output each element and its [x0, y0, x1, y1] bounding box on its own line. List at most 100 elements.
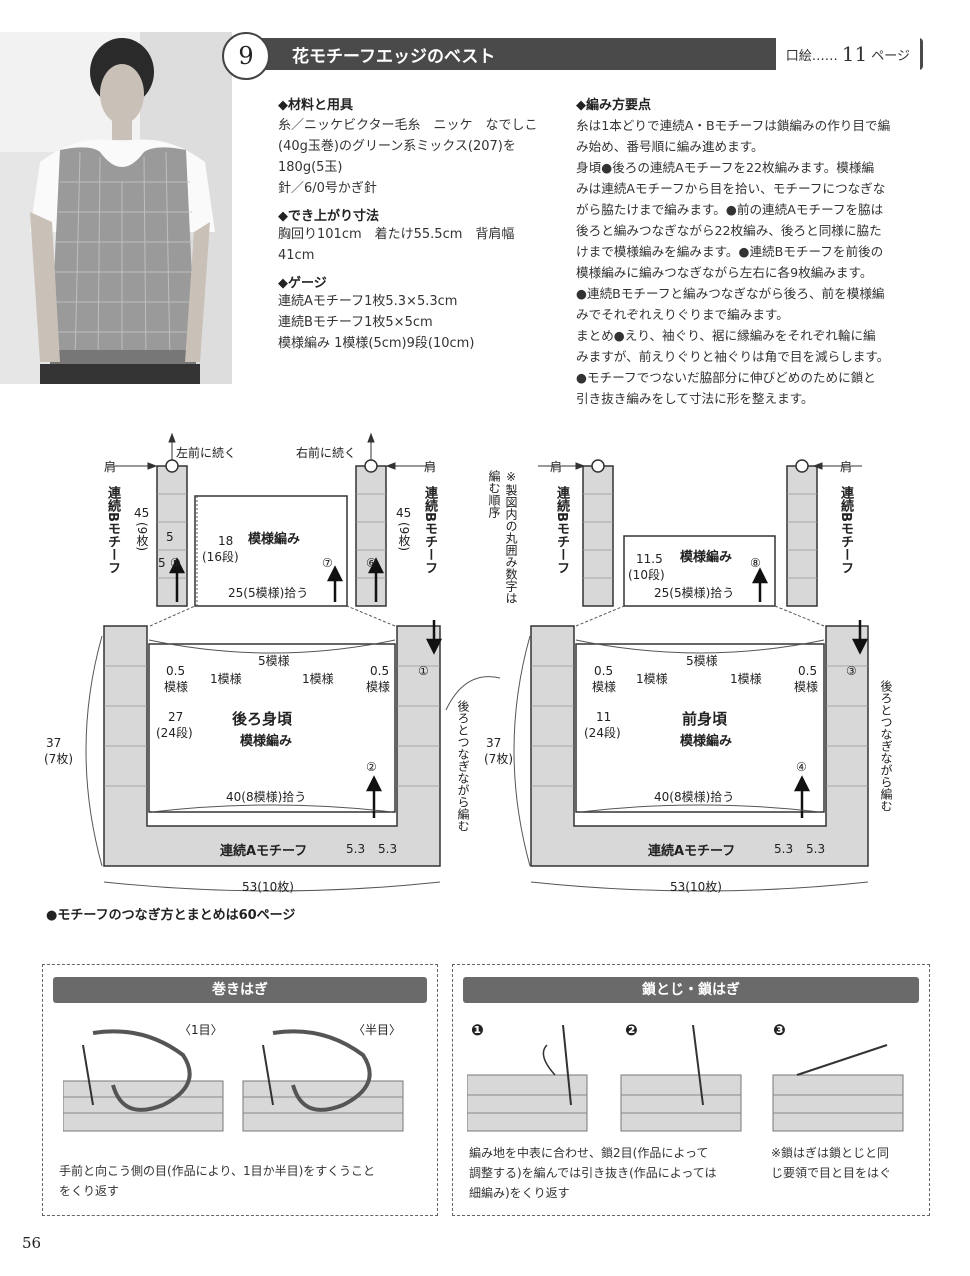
front-dim-53b: 5.3 — [806, 842, 826, 856]
back-pick-25: 25(5模様)拾う — [228, 586, 309, 600]
front-dim-53a: 5.3 — [774, 842, 794, 856]
back-dim-05-left: 0.5 — [166, 664, 186, 678]
back-1moyou-left: 1模様 — [210, 672, 242, 686]
front-step-4: ④ — [796, 760, 807, 774]
size-line: 胸回り101cm 着たけ55.5cm 背肩幅 — [278, 227, 515, 242]
schematic-diagram — [85, 432, 869, 892]
kusari-step-3: ❸ — [773, 1021, 786, 1039]
front-dim-10dan: (10段) — [628, 568, 665, 582]
front-step-3: ③ — [846, 664, 857, 678]
method-line: がら脇たけまで編みます。●前の連続Aモチーフを脇は — [576, 202, 884, 217]
makihagi-desc: 手前と向こう側の目(作品により、1目か半目)をすくうこと をくり返す — [59, 1161, 429, 1201]
kusari-step-2: ❷ — [625, 1021, 638, 1039]
gauge-line: 連続Bモチーフ1枚5×5cm — [278, 315, 433, 330]
kusari-desc-line: 細編み)をくり返す — [469, 1186, 570, 1200]
kuchie-ref: 口絵…… 11 ページ — [775, 38, 920, 70]
back-dim-53a: 5.3 — [346, 842, 366, 856]
method-line: 後ろと編みつなぎながら22枚編み、後ろと同様に脇た — [576, 223, 882, 238]
back-dim-16dan: (16段) — [202, 550, 239, 564]
back-dim-18: 18 — [218, 534, 234, 548]
front-dim-24dan: (24段) — [584, 726, 621, 740]
back-dim-5a: 5 — [166, 530, 174, 544]
kusari-note: ※鎖はぎは鎖とじと同 じ要領で目と目をはぐ — [771, 1143, 921, 1183]
front-title: 前身頃 — [682, 710, 728, 728]
method-line: みでそれぞれえりぐりまで編みます。 — [576, 307, 789, 322]
back-step-6: ⑥ — [366, 556, 377, 570]
back-dim-24dan: (24段) — [156, 726, 193, 740]
front-subtitle: 模様編み — [680, 734, 733, 749]
back-dim-05-right: 0.5 — [370, 664, 390, 678]
pattern-number: 9 — [222, 32, 270, 80]
kusari-desc: 編み地を中表に合わせ、鎖2目(作品によって 調整する)を編んでは引き抜き(作品に… — [469, 1143, 769, 1203]
makihagi-title: 巻きはぎ — [53, 977, 427, 1003]
materials-line: 糸／ニッケビクター毛糸 ニッケ なでしこ — [278, 118, 538, 133]
method-line: み始め、番号順に編み進めます。 — [576, 139, 764, 154]
method-section: ◆編み方要点 糸は1本どりで連続A・Bモチーフは鎖編みの作り目で編 み始め、番号… — [576, 94, 936, 409]
front-dim-5moyou: 5模様 — [686, 654, 718, 668]
makihagi-box: 巻きはぎ 〈1目〉 〈半目〉 手前と向こう側の目(作品により、1目か半目)をすく… — [42, 964, 438, 1216]
back-subtitle: 模様編み — [240, 734, 293, 749]
size-line: 41cm — [278, 248, 315, 263]
back-9mai-right: (9枚) — [397, 522, 411, 551]
front-bmotif-left: 連続Bモチーフ — [554, 486, 569, 574]
front-kata-right: 肩 — [840, 460, 853, 474]
materials-line: 180g(5玉) — [278, 160, 343, 175]
makihagi-label-hanme: 〈半目〉 — [353, 1023, 402, 1037]
method-line: みは連続Aモチーフから目を拾い、モチーフにつなぎな — [576, 181, 886, 196]
front-dim-05-left: 0.5 — [594, 664, 614, 678]
back-bmotif-left: 連続Bモチーフ — [105, 486, 120, 574]
method-line: ●モチーフでつないだ脇部分に伸びどめのために鎖と — [576, 370, 876, 385]
back-right-continue: 右前に続く — [296, 446, 357, 460]
back-kata-left: 肩 — [104, 460, 117, 474]
materials-section: ◆材料と用具 糸／ニッケビクター毛糸 ニッケ なでしこ (40g玉巻)のグリーン… — [278, 94, 568, 354]
makihagi-illustration — [63, 1029, 404, 1132]
model-photo — [0, 32, 232, 384]
back-left-continue: 左前に続く — [176, 446, 237, 460]
front-yoke-pattern: 模様編み — [680, 550, 733, 565]
page-title: 花モチーフエッジのベスト — [292, 47, 496, 67]
front-bmotif-right: 連続Bモチーフ — [838, 486, 853, 574]
makihagi-desc-line: をくり返す — [59, 1184, 120, 1198]
back-dim-45-left: 45 — [134, 506, 150, 520]
method-line: みますが、前えりぐりと袖ぐりは角で目を減らします。 — [576, 349, 890, 364]
method-line: けまで模様編みを編みます。●連続Bモチーフを前後の — [576, 244, 884, 259]
front-moyou-right: 模様 — [794, 680, 819, 694]
front-dim-05-right: 0.5 — [798, 664, 818, 678]
front-pick-25: 25(5模様)拾う — [654, 586, 735, 600]
method-line: 引き抜き編みをして寸法に形を整えます。 — [576, 391, 814, 406]
front-1moyou-right: 1模様 — [730, 672, 762, 686]
back-dim-37: 37 — [46, 736, 62, 750]
method-line: 身頃●後ろの連続Aモチーフを22枚編みます。模様編 — [576, 160, 875, 175]
back-dim-27: 27 — [168, 710, 184, 724]
back-dim-5moyou: 5模様 — [258, 654, 290, 668]
front-dim-11: 11 — [596, 710, 612, 724]
kusari-step-1: ❶ — [471, 1021, 484, 1039]
front-moyou-left: 模様 — [592, 680, 617, 694]
back-step-2: ② — [366, 760, 377, 774]
gauge-line: 模様編み 1模様(5cm)9段(10cm) — [278, 336, 475, 351]
front-join-note: 後ろとつなぎながら編む — [879, 680, 893, 812]
note-step-order: ※製図内の丸囲み数字は編む順序 — [487, 470, 518, 604]
kuchie-label: 口絵…… — [785, 48, 838, 64]
back-width-53: 53(10枚) — [242, 880, 294, 894]
back-9mai-left: (9枚) — [135, 522, 149, 551]
method-line: 模様編みに編みつなぎながら左右に各9枚編みます。 — [576, 265, 873, 280]
method-line: ●連続Bモチーフと編みつなぎながら後ろ、前を模様編 — [576, 286, 885, 301]
kusari-note-line: じ要領で目と目をはぐ — [771, 1166, 892, 1180]
kuchie-page: 11 — [841, 42, 868, 66]
back-dim-45-right: 45 — [396, 506, 412, 520]
materials-heading: ◆材料と用具 — [278, 98, 353, 113]
makihagi-desc-line: 手前と向こう側の目(作品により、1目か半目)をすくうこと — [59, 1164, 376, 1178]
method-heading: ◆編み方要点 — [576, 98, 651, 113]
front-pick-40: 40(8模様)拾う — [654, 790, 735, 804]
back-step-1: ① — [418, 664, 429, 678]
gauge-line: 連続Aモチーフ1枚5.3×5.3cm — [278, 294, 458, 309]
materials-line: (40g玉巻)のグリーン系ミックス(207)を — [278, 139, 516, 154]
reference-note: ●モチーフのつなぎ方とまとめは60ページ — [46, 908, 296, 923]
kusari-box: 鎖とじ・鎖はぎ ❶ ❷ ❸ 編み地を中表に合わせ、鎖2目(作品によって 調整する… — [452, 964, 930, 1216]
page-number: 56 — [22, 1234, 42, 1252]
kusari-desc-line: 編み地を中表に合わせ、鎖2目(作品によって — [469, 1146, 709, 1160]
materials-line: 針／6/0号かぎ針 — [278, 181, 377, 196]
gauge-heading: ◆ゲージ — [278, 276, 327, 291]
back-step-7: ⑦ — [322, 556, 333, 570]
